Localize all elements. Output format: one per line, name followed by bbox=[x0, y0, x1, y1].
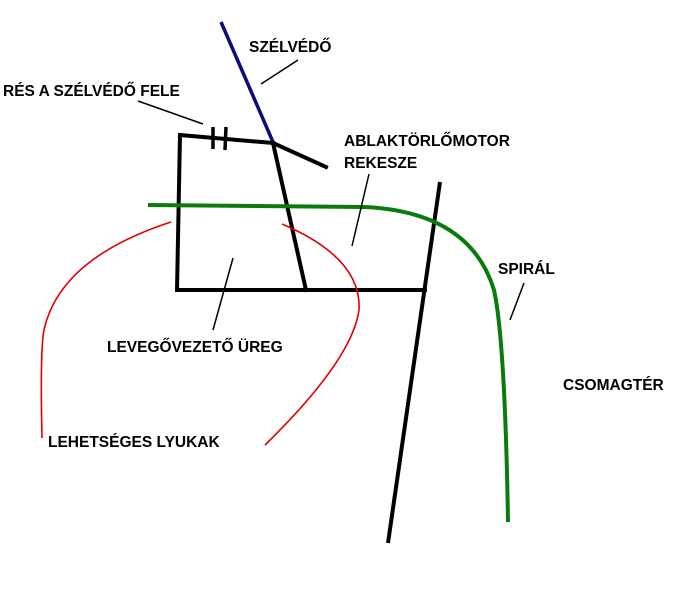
wiper-motor-label-line2: REKESZE bbox=[344, 155, 417, 172]
windshield-line bbox=[219, 21, 275, 143]
hole-curve-left bbox=[40, 221, 172, 439]
air-duct-label: LEVEGŐVEZETŐ ÜREG bbox=[107, 338, 283, 356]
air-duct-cavity-outline bbox=[174, 132, 427, 293]
gap-pointer bbox=[137, 100, 204, 125]
hole-curve-right bbox=[264, 223, 360, 446]
spiral-line bbox=[147, 203, 510, 523]
trunk-wall-line bbox=[386, 181, 442, 544]
windshield-pointer bbox=[260, 59, 299, 85]
air-duct-pointer bbox=[212, 257, 234, 331]
spiral-label: SPIRÁL bbox=[498, 261, 555, 278]
possible-holes-label: LEHETSÉGES LYUKAK bbox=[48, 434, 220, 451]
windshield-label: SZÉLVÉDŐ bbox=[249, 38, 331, 56]
gap-label: RÉS A SZÉLVÉDŐ FELE bbox=[3, 82, 180, 100]
spiral-pointer bbox=[509, 282, 525, 321]
trunk-label: CSOMAGTÉR bbox=[563, 377, 664, 394]
wiper-motor-pointer bbox=[351, 173, 370, 247]
gap-marks bbox=[211, 126, 228, 151]
wiper-motor-label-line1: ABLAKTÖRLŐMOTOR bbox=[344, 132, 510, 150]
